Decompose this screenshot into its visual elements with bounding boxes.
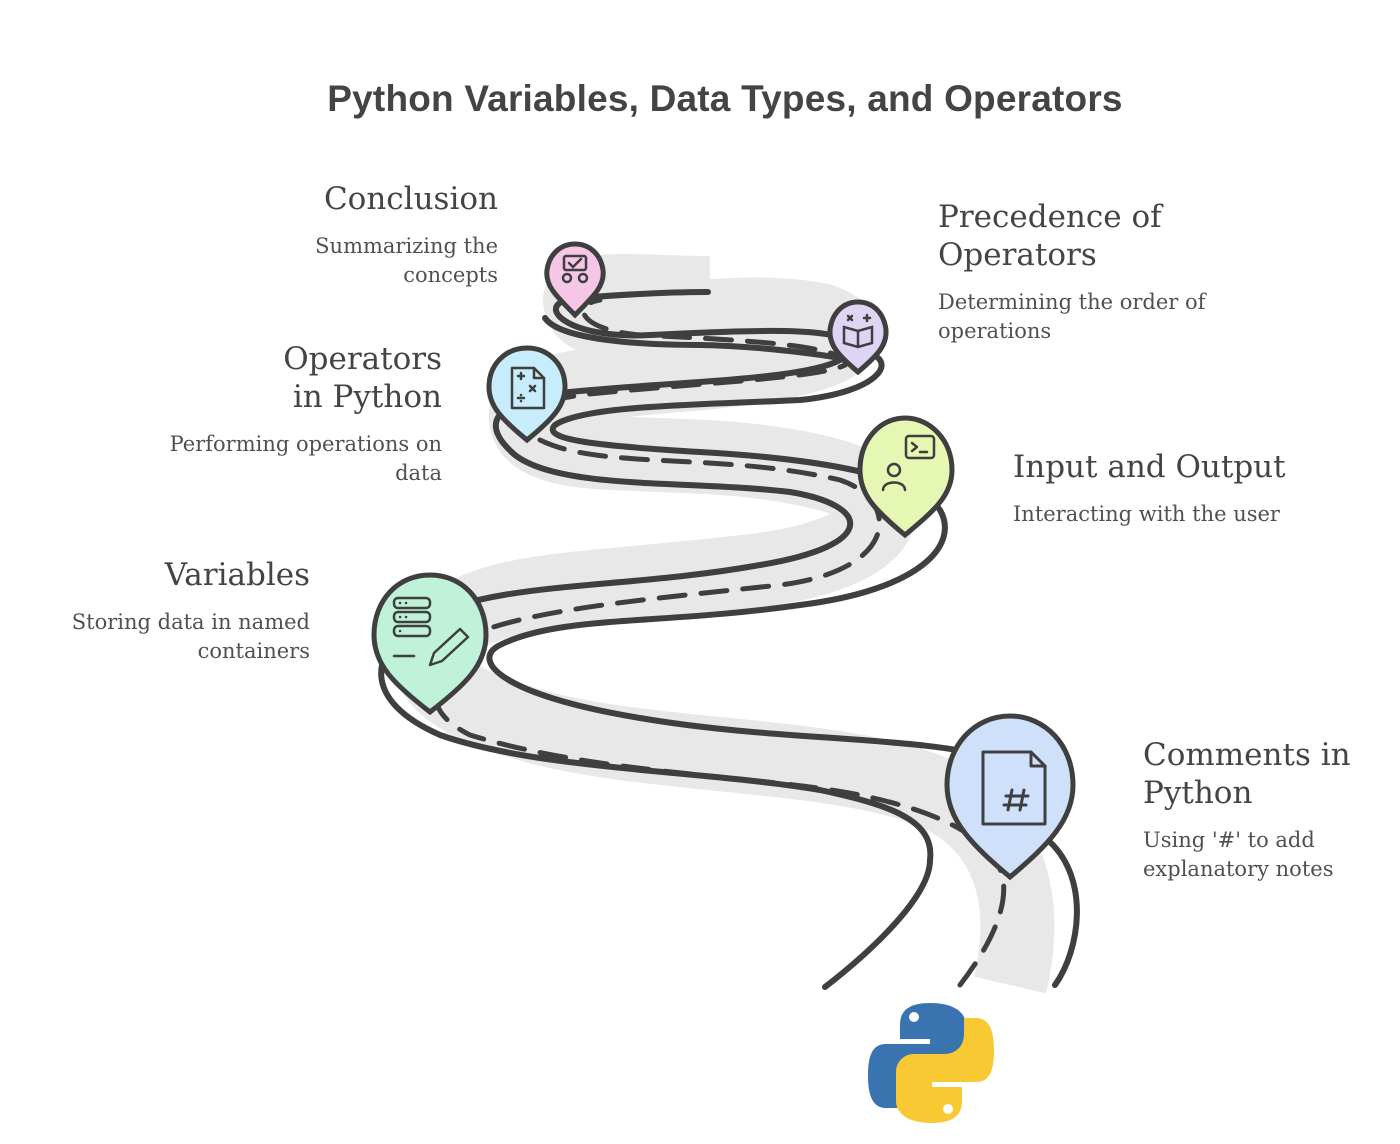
road-edge-inner — [486, 315, 1080, 988]
database-edit-icon — [392, 596, 470, 667]
pin-conclusion — [544, 241, 606, 319]
milestone-input-output: Input and Output Interacting with the us… — [1013, 448, 1353, 529]
milestone-comments: Comments in Python Using '#' to add expl… — [1143, 736, 1383, 884]
milestone-variables: Variables Storing data in named containe… — [30, 556, 310, 666]
milestone-heading: Precedence of Operators — [938, 199, 1162, 273]
milestone-description: Performing operations on data — [169, 432, 442, 485]
milestone-description: Storing data in named containers — [71, 610, 310, 663]
pin-operators — [486, 345, 568, 444]
operators-book-icon — [842, 313, 874, 349]
hash-document-icon — [981, 750, 1047, 826]
python-logo — [868, 1003, 994, 1123]
milestone-heading: Variables — [164, 557, 310, 593]
pin-comments — [944, 713, 1076, 881]
milestone-description: Determining the order of operations — [938, 290, 1206, 343]
pin-input-output — [857, 415, 955, 539]
milestone-heading: Input and Output — [1013, 449, 1286, 485]
diagram-title: Python Variables, Data Types, and Operat… — [327, 78, 1123, 119]
milestone-heading: Conclusion — [323, 181, 498, 217]
milestone-precedence: Precedence of Operators Determining the … — [938, 198, 1238, 346]
pin-precedence — [827, 299, 889, 376]
milestone-heading: Comments in Python — [1143, 737, 1351, 811]
milestone-description: Interacting with the user — [1013, 502, 1280, 526]
milestone-conclusion: Conclusion Summarizing the concepts — [190, 180, 498, 290]
user-terminal-icon — [881, 434, 936, 492]
pin-variables — [371, 572, 489, 716]
milestone-description: Summarizing the concepts — [315, 234, 498, 287]
presentation-icon — [561, 254, 589, 284]
math-document-icon — [510, 366, 546, 410]
milestone-description: Using '#' to add explanatory notes — [1143, 828, 1334, 881]
road-centerline — [432, 297, 1007, 988]
milestone-operators: Operators in Python Performing operation… — [160, 340, 442, 488]
milestone-heading: Operators in Python — [283, 341, 442, 415]
